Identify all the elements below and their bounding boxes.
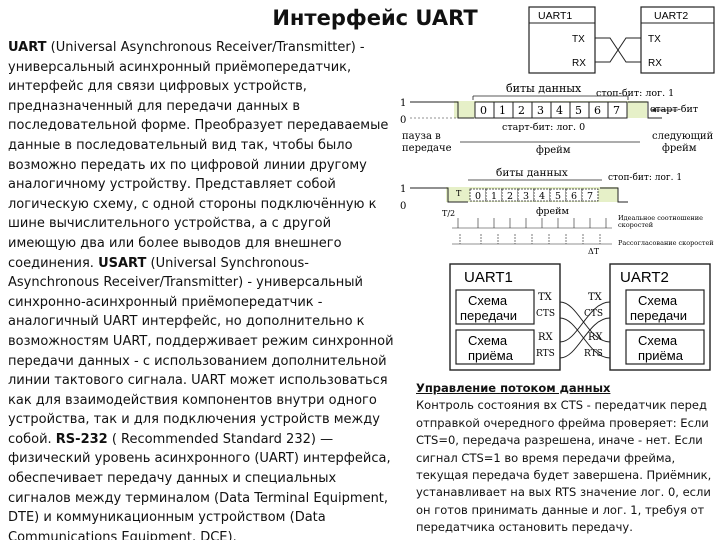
uart-description: (Universal Asynchronous Receiver/Transmi… xyxy=(8,40,389,271)
frame-bit-1: 1 xyxy=(499,104,506,117)
timing-level-low: 0 xyxy=(400,201,406,212)
next-frame-label-1: следующий xyxy=(652,131,714,142)
uart1-tx-block xyxy=(455,289,535,325)
flow-control-body: Контроль состояния вх CTS - передатчик п… xyxy=(416,398,712,535)
frame-level-high: 1 xyxy=(400,98,406,109)
rs232-description: ( Recommended Standard 232) — физический… xyxy=(8,431,391,540)
frame-bit-2: 2 xyxy=(518,104,525,117)
uart2-label: UART2 xyxy=(654,10,688,22)
main-description: UART (Universal Asynchronous Receiver/Tr… xyxy=(8,38,396,540)
timing-ideal-label-2: скоростей xyxy=(618,221,653,229)
uart2-rx-pin: RX xyxy=(648,58,662,69)
uart2-rts-pin-label: RTS xyxy=(584,349,603,359)
frame-level-low: 0 xyxy=(400,115,406,126)
frame-bit-5: 5 xyxy=(575,104,582,117)
timing-bit-3: 3 xyxy=(523,191,529,202)
flow-control-section: Управление потоком данных Контроль состо… xyxy=(416,380,716,537)
frame-bit-cells xyxy=(474,101,628,119)
uart2-rx-pin-label: RX xyxy=(588,332,604,343)
timing-bit-6: 6 xyxy=(571,191,577,202)
frame-data-bits-label: биты данных xyxy=(506,82,582,95)
uart1-rx-pin: RX xyxy=(572,58,586,69)
uart1-tx-block-line2: передачи xyxy=(460,308,517,323)
flow-cross-wires xyxy=(559,301,611,359)
frame-pause-label-2: передаче xyxy=(402,143,452,154)
timing-mismatch-label: Рассогласование скоростей xyxy=(618,239,714,247)
timing-data-bits-label: биты данных xyxy=(496,167,568,179)
uart-timing-diagram: биты данных стоп-бит: лог. 1 1 0 T 0 1 2… xyxy=(400,167,714,256)
frame-pause-label-1: пауза в xyxy=(402,131,441,142)
uart-connection-diagram: UART1 UART2 TX RX TX RX xyxy=(528,6,715,74)
uart2-rx-block-line2: приёма xyxy=(638,348,684,363)
uart2-rx-block xyxy=(625,329,705,365)
frame-bit-4: 4 xyxy=(556,104,563,117)
uart2-tx-pin: TX xyxy=(648,34,661,45)
frame-start-bit-label: старт-бит: лог. 0 xyxy=(502,122,585,133)
timing-delta-t-label: ΔT xyxy=(588,247,600,256)
uart2-tx-block-line2: передачи xyxy=(630,308,687,323)
frame-bit-3: 3 xyxy=(537,104,544,117)
flow-uart2-label: UART2 xyxy=(620,269,669,286)
timing-bit-7: 7 xyxy=(587,191,593,202)
flow-uart1-label: UART1 xyxy=(464,269,513,286)
rx-to-tx-wire xyxy=(595,37,641,63)
next-frame-label-2: фрейм xyxy=(662,143,697,154)
frame-bit-7: 7 xyxy=(613,104,620,117)
frame-stop-bit-label: стоп-бит: лог. 1 xyxy=(596,88,674,99)
timing-bit-4: 4 xyxy=(539,191,545,202)
uart1-tx-pin-label: TX xyxy=(538,292,553,303)
usart-term: USART xyxy=(98,255,147,271)
uart1-rts-pin-label: RTS xyxy=(536,349,555,359)
timing-t-label: T xyxy=(456,189,462,198)
frame-signal-start xyxy=(410,101,474,119)
uart-frame-diagram: биты данных стоп-бит: лог. 1 1 0 0 1 2 3… xyxy=(400,82,714,156)
timing-half-t-label: T/2 xyxy=(442,209,455,218)
timing-frame-label: фрейм xyxy=(536,206,569,217)
frame-bit-6: 6 xyxy=(594,104,601,117)
flow-control-diagram: UART1 UART2 Схема передачи Схема приёма … xyxy=(449,263,711,371)
frame-start-bit-right-label: старт-бит xyxy=(650,104,698,115)
page-title: Интерфейс UART xyxy=(272,6,478,30)
uart1-tx-pin: TX xyxy=(572,34,585,45)
frame-label: фрейм xyxy=(536,145,571,156)
uart1-tx-block-line1: Схема xyxy=(468,293,508,308)
timing-bit-1: 1 xyxy=(491,191,497,202)
uart2-cts-pin-label: CTS xyxy=(584,309,603,319)
uart1-rx-pin-label: RX xyxy=(538,332,554,343)
timing-bit-cells xyxy=(469,188,599,202)
timing-sample-ticks xyxy=(457,218,607,228)
usart-description: (Universal Synchronous-Asynchronous Rece… xyxy=(8,255,394,447)
timing-bit-2: 2 xyxy=(507,191,513,202)
frame-signal-stop xyxy=(628,101,662,119)
uart2-tx-block xyxy=(625,289,705,325)
uart1-rx-block-line1: Схема xyxy=(468,333,508,348)
timing-ideal-label-1: Идеальное соотношение xyxy=(618,214,703,222)
uart2-tx-block-line1: Схема xyxy=(638,293,678,308)
timing-stop-bit-label: стоп-бит: лог. 1 xyxy=(608,172,682,183)
timing-level-high: 1 xyxy=(400,184,406,195)
timing-signal-line xyxy=(410,187,468,203)
rs232-term: RS-232 xyxy=(55,431,108,447)
flow-control-title: Управление потоком данных xyxy=(416,381,611,395)
uart1-label: UART1 xyxy=(538,10,572,22)
uart1-cts-pin-label: CTS xyxy=(536,309,555,319)
uart1-rx-block-line2: приёма xyxy=(468,348,514,363)
frame-bit-0: 0 xyxy=(480,104,487,117)
uart2-rx-block-line1: Схема xyxy=(638,333,678,348)
timing-bit-5: 5 xyxy=(555,191,561,202)
uart2-tx-pin-label: TX xyxy=(588,292,603,303)
uart1-rx-block xyxy=(455,329,535,365)
uart-term: UART xyxy=(8,40,47,55)
timing-bit-0: 0 xyxy=(475,191,481,202)
